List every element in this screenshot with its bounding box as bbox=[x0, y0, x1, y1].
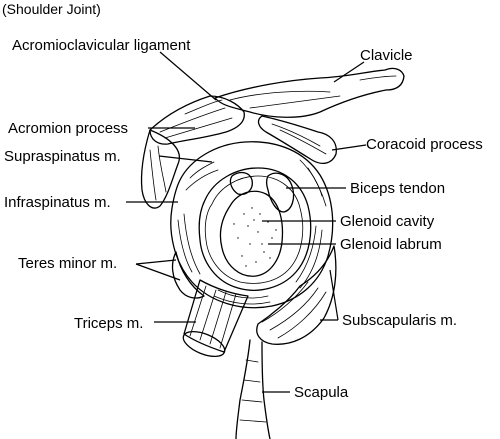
biceps-tendon-shape bbox=[265, 172, 295, 213]
diagram-title: (Shoulder Joint) bbox=[2, 1, 101, 17]
label-scapula: Scapula bbox=[294, 384, 349, 401]
label-coracoid-process: Coracoid process bbox=[366, 136, 483, 153]
text-labels: (Shoulder Joint) Acromioclavicular ligam… bbox=[2, 1, 483, 401]
label-glenoid-labrum: Glenoid labrum bbox=[340, 236, 442, 253]
label-infraspinatus: Infraspinatus m. bbox=[4, 194, 111, 211]
teres-minor-shape bbox=[171, 251, 205, 299]
label-acromion-process: Acromion process bbox=[8, 120, 128, 137]
acromion-bone bbox=[149, 95, 245, 145]
label-subscapularis: Subscapularis m. bbox=[342, 312, 457, 329]
label-glenoid-cavity: Glenoid cavity bbox=[340, 213, 435, 230]
label-biceps-tendon: Biceps tendon bbox=[350, 180, 445, 197]
label-triceps: Triceps m. bbox=[74, 315, 143, 332]
glenoid-cavity-shape bbox=[219, 190, 284, 277]
label-clavicle: Clavicle bbox=[360, 47, 413, 64]
clavicle-bone bbox=[214, 67, 405, 118]
rotator-cuff-outer bbox=[170, 141, 334, 309]
leader-lines bbox=[126, 51, 367, 393]
subscapularis-shape bbox=[256, 245, 337, 345]
coracoid-bone bbox=[257, 115, 337, 165]
label-teres-minor: Teres minor m. bbox=[18, 255, 117, 272]
scapula-bone bbox=[235, 339, 271, 439]
glenoid-labrum-ring bbox=[198, 167, 312, 291]
label-acromioclavicular-ligament: Acromioclavicular ligament bbox=[12, 37, 191, 54]
acromion-tip bbox=[140, 129, 180, 209]
label-supraspinatus: Supraspinatus m. bbox=[4, 148, 121, 165]
anatomy-illustration bbox=[140, 67, 405, 439]
glenoid-stipple bbox=[233, 207, 277, 267]
